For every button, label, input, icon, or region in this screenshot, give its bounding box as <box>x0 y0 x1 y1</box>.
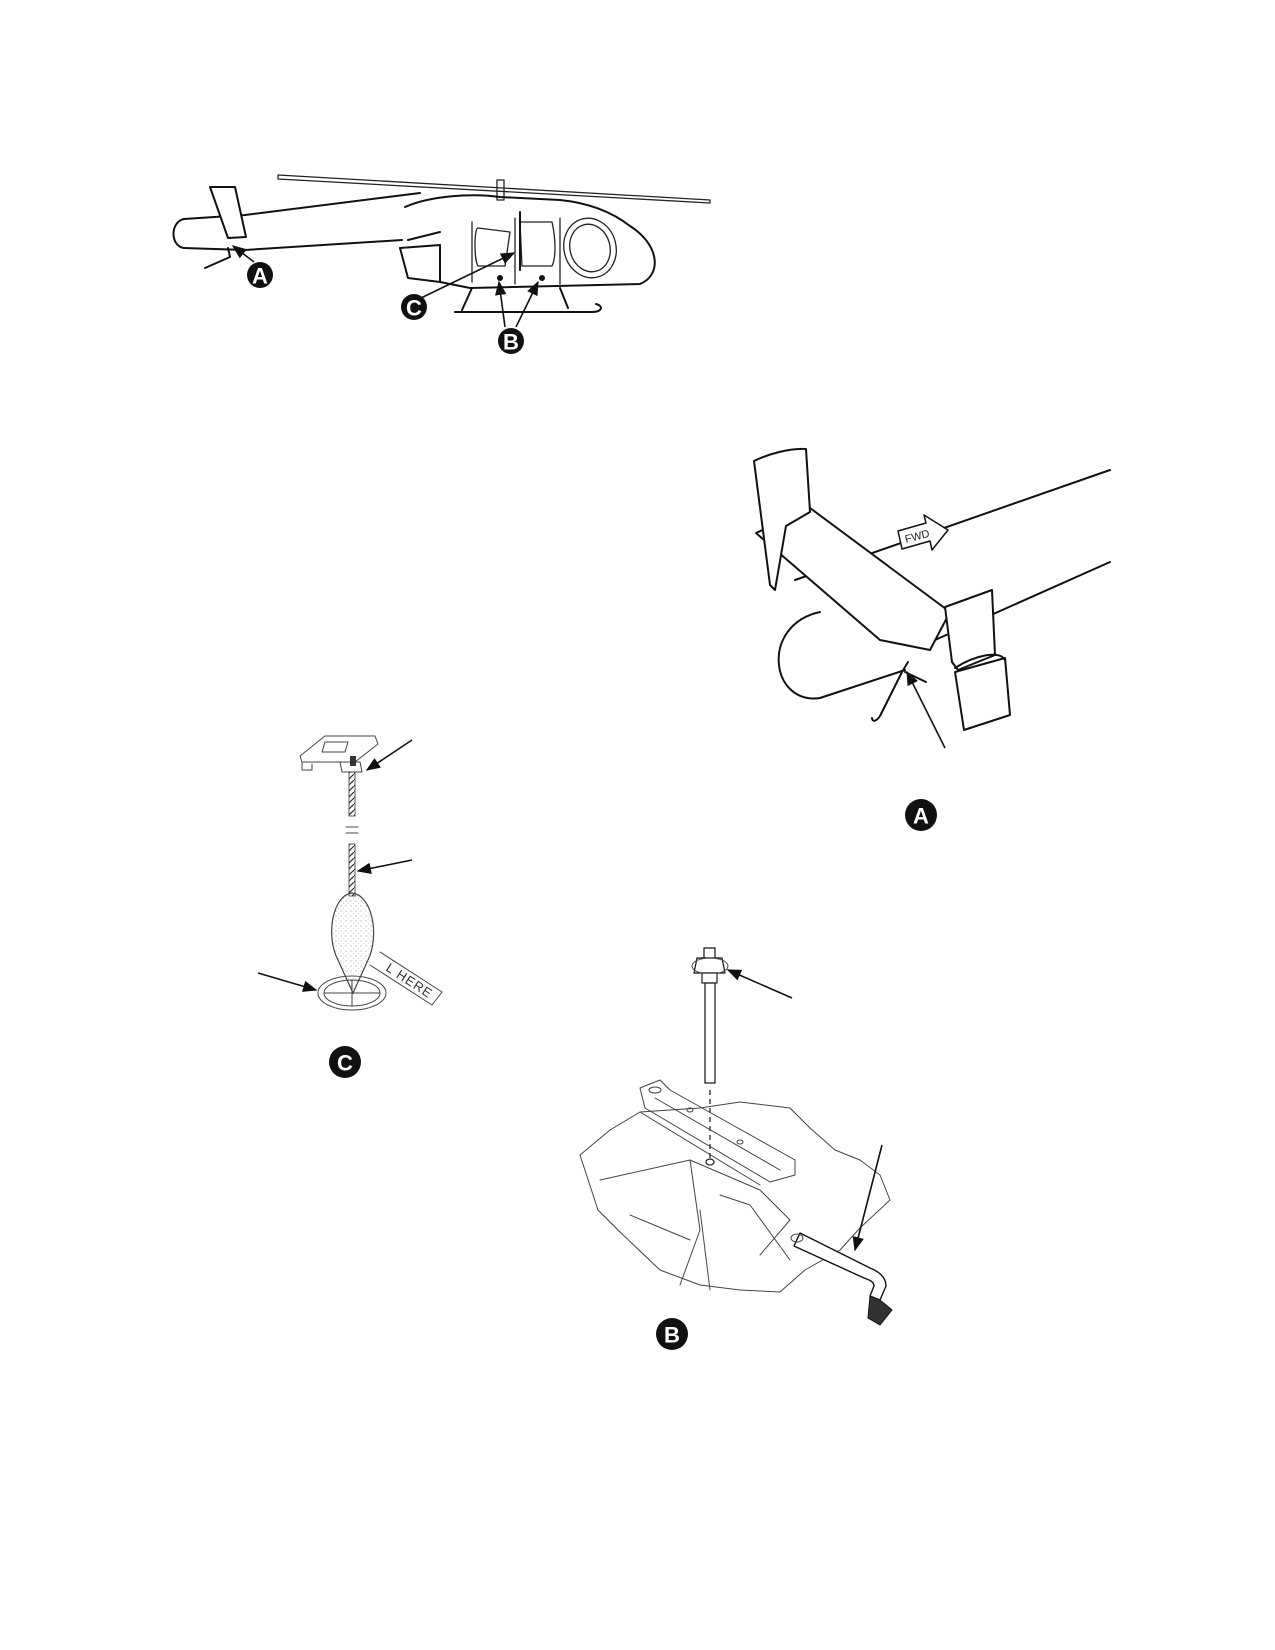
floor-structure <box>579 1101 891 1293</box>
callout-b-overview: B <box>498 328 524 355</box>
upper-fuselage <box>404 194 631 227</box>
adapter-collar <box>701 972 718 984</box>
fwd-arrow: FWD <box>897 514 949 551</box>
callout-c-detail-text: C <box>337 1051 353 1076</box>
point-b-1 <box>497 275 503 281</box>
jack-hole <box>705 1158 715 1166</box>
callout-a-overview-text: A <box>252 264 268 289</box>
rail-bolt-1 <box>648 1086 662 1094</box>
rear-door-window <box>474 227 511 267</box>
callout-b-detail: B <box>656 1318 688 1350</box>
tail-skid <box>204 247 231 269</box>
cockpit-window <box>563 217 617 279</box>
rail-bolt-3 <box>736 1139 744 1145</box>
cockpit-window-inner <box>569 223 611 273</box>
leader-c-target <box>257 972 318 992</box>
cabin-outline <box>399 225 656 289</box>
adapter-shaft <box>704 982 716 1084</box>
callout-a-detail: A <box>905 799 937 831</box>
frame-members <box>699 1194 791 1291</box>
aft-fuselage <box>399 231 441 283</box>
skid-struts <box>461 287 569 311</box>
ceiling-bracket <box>299 735 379 763</box>
stencil-strip <box>369 951 443 1006</box>
leader-b-1 <box>495 280 507 328</box>
main-rotor-blade <box>277 174 711 204</box>
helicopter-overview: A C B <box>172 174 711 355</box>
handle-pivot <box>790 1233 804 1243</box>
handle-socket <box>867 1295 893 1326</box>
detail-a-tail: FWD A <box>753 447 1111 831</box>
rail-bolt-2 <box>686 1107 694 1113</box>
callout-c-overview: C <box>401 294 427 321</box>
leader-c-bracket <box>365 739 413 771</box>
target-disk-outer <box>317 975 387 1011</box>
leader-a <box>231 245 255 263</box>
cord-break-marks <box>345 826 359 834</box>
door-frames <box>471 217 561 285</box>
detail-c-plumb-bob: L HERE C <box>257 735 443 1078</box>
front-door-window <box>519 221 556 267</box>
mounting-screw <box>350 756 356 766</box>
callout-c-overview-text: C <box>406 296 422 321</box>
callout-a-overview: A <box>247 262 273 289</box>
leader-c <box>420 252 516 299</box>
point-b-2 <box>539 275 545 281</box>
tail-skid-detail <box>871 661 909 722</box>
tail-boom-top <box>183 192 421 220</box>
plumb-cord-lower <box>348 843 356 897</box>
leader-a-detail <box>906 670 946 749</box>
leader-b-adapter <box>726 969 793 999</box>
stencil-strip-text: L HERE <box>383 960 435 1001</box>
right-endplate-fin-lower <box>954 657 1011 731</box>
callout-a-detail-text: A <box>913 804 929 829</box>
rail-edges <box>639 1097 781 1186</box>
leader-c-cord <box>356 859 413 875</box>
callout-b-detail-text: B <box>664 1323 680 1348</box>
floor-ribs <box>599 1159 791 1286</box>
leader-b-2 <box>515 280 539 328</box>
vertical-fin <box>209 186 247 239</box>
target-crosshair <box>323 979 381 1007</box>
jack-fitting-rail <box>639 1079 796 1183</box>
rotor-mast <box>496 179 505 201</box>
leader-b-handle <box>852 1144 883 1252</box>
ceiling-bracket-detail <box>301 741 349 771</box>
detail-b-jack-point: B <box>579 947 893 1350</box>
tail-boom-bottom <box>183 239 403 251</box>
tail-boom-end <box>172 218 185 249</box>
callout-c-detail: C <box>329 1046 361 1078</box>
jack-handle <box>793 1232 887 1301</box>
left-endplate-fin <box>753 447 811 591</box>
fin-fairing <box>954 653 1006 669</box>
tail-boom-end-cap <box>777 611 906 700</box>
plumb-cord-upper <box>348 771 356 817</box>
right-endplate-fin-upper <box>944 589 996 671</box>
adapter-cap <box>703 947 716 959</box>
callout-b-overview-text: B <box>503 330 519 355</box>
landing-skid <box>454 303 602 313</box>
